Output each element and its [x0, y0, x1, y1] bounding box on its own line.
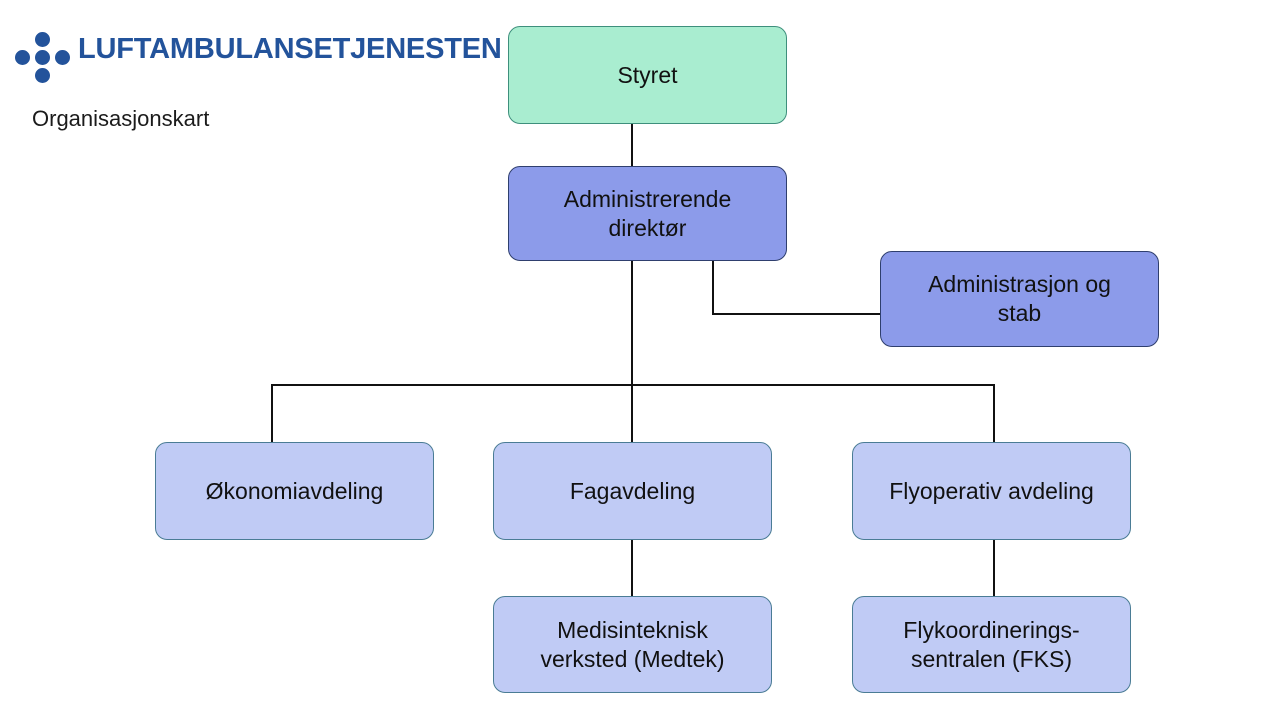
node-medisinteknisk-verksted-line2: verksted (Medtek)	[540, 645, 725, 672]
brand-header: LUFTAMBULANSETJENESTEN Organisasjonskart	[14, 30, 502, 140]
connector-styret-to-ad	[631, 124, 633, 168]
connector-drop-flyoperativ	[993, 384, 995, 443]
logo-dot-bottom	[35, 68, 50, 83]
node-flyoperativ-avdeling-label: Flyoperativ avdeling	[889, 477, 1094, 504]
five-dot-cross-icon	[14, 32, 72, 83]
logo-wordmark: LUFTAMBULANSETJENESTEN	[78, 33, 502, 65]
node-administrasjon-og-stab-label: Administrasjon og stab	[891, 270, 1148, 328]
node-styret-label: Styret	[617, 61, 678, 88]
logo-dot-left	[15, 50, 30, 65]
node-medisinteknisk-verksted-line1: Medisinteknisk	[557, 616, 708, 643]
connector-fag-to-medtek	[631, 540, 633, 596]
node-flyoperativ-avdeling[interactable]: Flyoperativ avdeling	[852, 442, 1131, 540]
node-flykoordineringssentralen-line1: Flykoordinerings-	[903, 616, 1080, 643]
logo-dot-top	[35, 32, 50, 47]
node-administrasjon-og-stab-line1: Administrasjon og	[928, 271, 1111, 298]
node-administrasjon-og-stab-line2: stab	[997, 300, 1042, 326]
node-okonomiavdeling[interactable]: Økonomiavdeling	[155, 442, 434, 540]
node-administrerende-direktor[interactable]: Administrerende direktør	[508, 166, 787, 261]
connector-drop-fagavdeling	[631, 384, 633, 443]
logo-dot-center	[35, 50, 50, 65]
connector-flyop-to-fks	[993, 540, 995, 596]
connector-ad-to-stab-horizontal	[712, 313, 882, 315]
logo-dot-right	[55, 50, 70, 65]
node-medisinteknisk-verksted[interactable]: Medisinteknisk verksted (Medtek)	[493, 596, 772, 693]
node-administrerende-direktor-label: Administrerende direktør	[519, 185, 776, 243]
node-flykoordineringssentralen-line2: sentralen (FKS)	[910, 645, 1073, 672]
connector-department-distributor	[271, 384, 995, 386]
node-fagavdeling[interactable]: Fagavdeling	[493, 442, 772, 540]
node-administrerende-direktor-line1: Administrerende	[563, 185, 732, 212]
node-styret[interactable]: Styret	[508, 26, 787, 124]
connector-ad-trunk	[631, 260, 633, 386]
node-flykoordineringssentralen-label: Flykoordinerings- sentralen (FKS)	[863, 616, 1120, 674]
chart-subtitle: Organisasjonskart	[32, 106, 210, 131]
node-administrasjon-og-stab[interactable]: Administrasjon og stab	[880, 251, 1159, 347]
node-administrerende-direktor-line2: direktør	[608, 214, 687, 241]
connector-drop-okonomi	[271, 384, 273, 443]
connector-ad-to-stab-vertical	[712, 260, 714, 315]
node-fagavdeling-label: Fagavdeling	[569, 477, 696, 504]
node-flykoordineringssentralen[interactable]: Flykoordinerings- sentralen (FKS)	[852, 596, 1131, 693]
node-medisinteknisk-verksted-label: Medisinteknisk verksted (Medtek)	[504, 616, 761, 674]
node-okonomiavdeling-label: Økonomiavdeling	[205, 477, 384, 504]
